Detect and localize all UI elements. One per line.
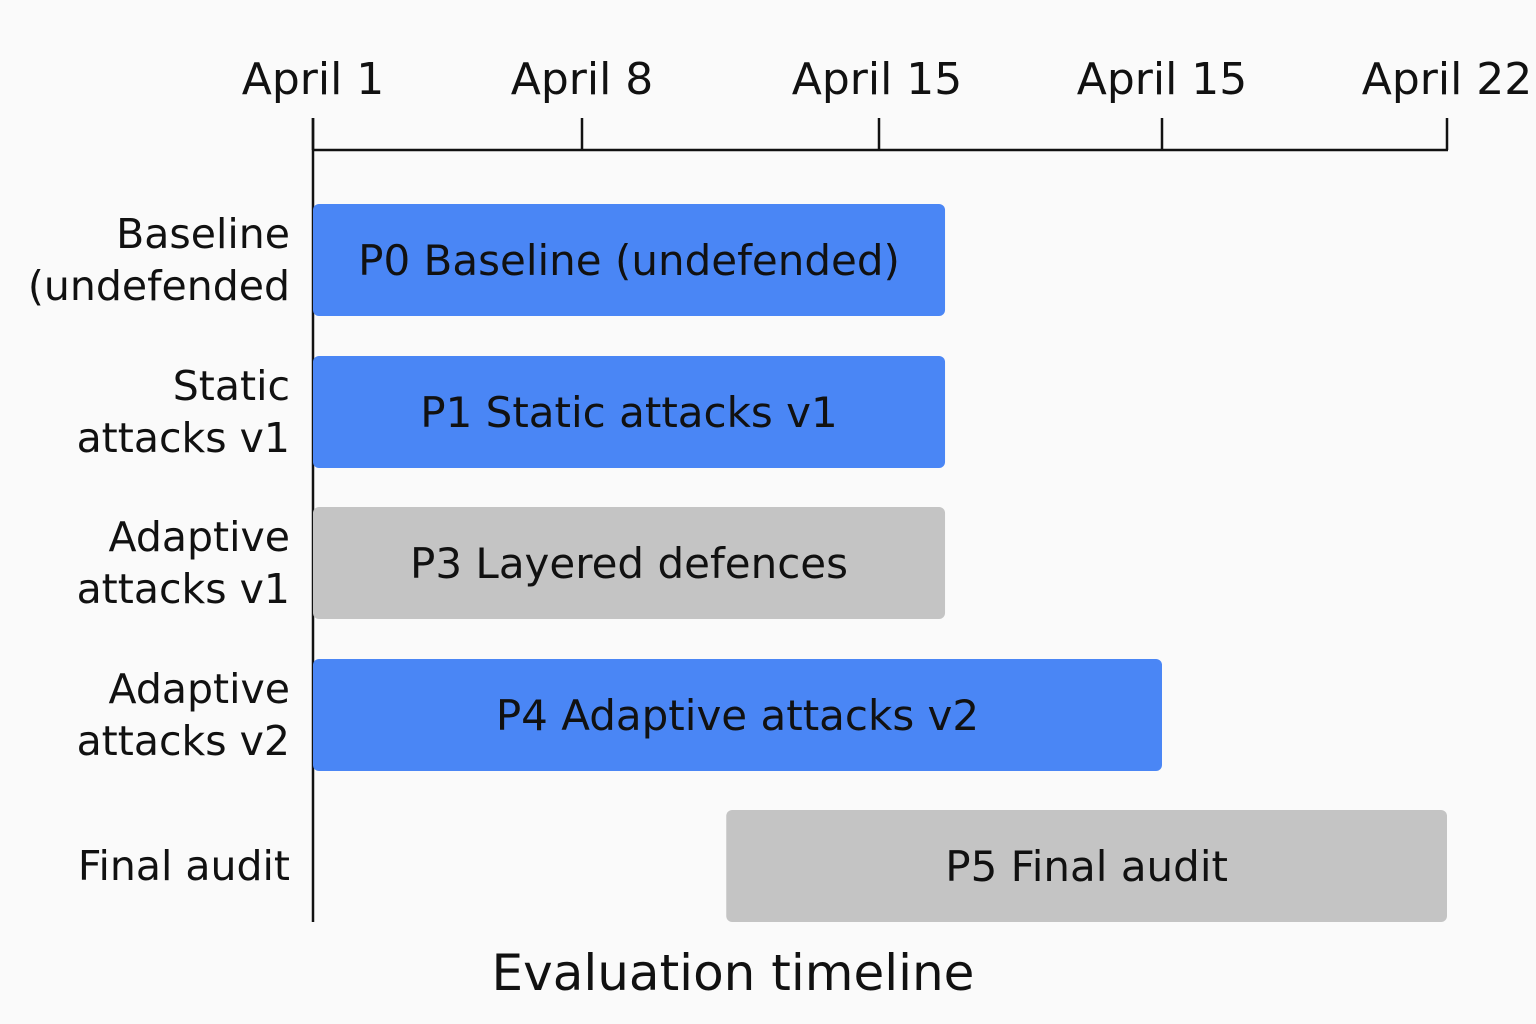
- x-tick-label: April 8: [511, 54, 654, 105]
- row-label-line: Baseline: [116, 210, 290, 258]
- row-label-line: attacks v1: [77, 565, 290, 613]
- bar-label: P4 Adaptive attacks v2: [496, 691, 979, 740]
- row-label-line: attacks v2: [77, 717, 290, 765]
- row-label-line: attacks v1: [77, 414, 290, 462]
- x-tick-label: April 1: [242, 54, 385, 105]
- x-tick-label: April 15: [1077, 54, 1248, 105]
- x-tick-label: April 15: [792, 54, 963, 105]
- row-label-line: Final audit: [78, 842, 290, 890]
- row-label-line: Adaptive: [109, 513, 290, 561]
- row-label: Final audit: [78, 842, 290, 890]
- row-label-line: Adaptive: [109, 665, 290, 713]
- chart-title: Evaluation timeline: [492, 944, 975, 1002]
- gantt-bar: [313, 507, 946, 619]
- bar-label: P5 Final audit: [945, 842, 1228, 891]
- row-label-line: (undefended: [28, 262, 290, 310]
- row-label: Baseline(undefended: [28, 210, 290, 310]
- gantt-bar: [726, 810, 1447, 922]
- gantt-bar: [313, 356, 946, 468]
- row-label-line: Static: [173, 362, 290, 410]
- x-tick-label: April 22: [1362, 54, 1533, 105]
- gantt-bar: [313, 204, 946, 316]
- bar-label: P1 Static attacks v1: [420, 388, 837, 437]
- bar-label: P3 Layered defences: [410, 539, 848, 588]
- bar-label: P0 Baseline (undefended): [358, 236, 900, 285]
- gantt-bar: [313, 659, 1162, 771]
